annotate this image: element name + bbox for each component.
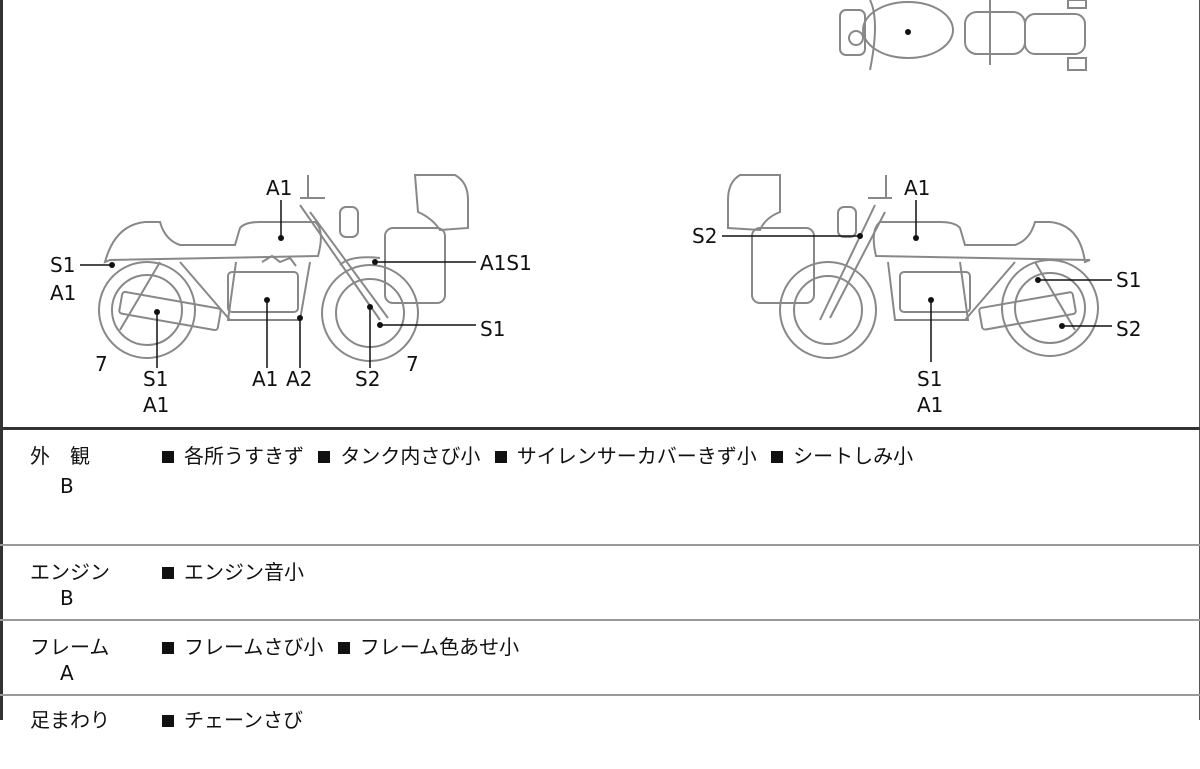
top-view-bike bbox=[839, 0, 1087, 71]
bullet-square-icon bbox=[318, 450, 331, 463]
bullet-square-icon bbox=[494, 450, 507, 463]
damage-label: S1 bbox=[480, 317, 506, 341]
damage-label: 7 bbox=[406, 352, 419, 376]
row-notes: フレームさび小 フレーム色あせ小 bbox=[160, 631, 525, 660]
bullet-square-icon bbox=[162, 641, 174, 654]
row-grade: B bbox=[60, 586, 74, 610]
damage-label: A1 bbox=[266, 176, 293, 200]
note-item: フレームさび小 bbox=[184, 635, 324, 659]
damage-label: 7 bbox=[95, 352, 108, 376]
damage-label: A1 bbox=[904, 176, 931, 200]
bullet-square-icon bbox=[162, 714, 174, 727]
damage-label: A2 bbox=[286, 367, 313, 391]
condition-row-frame: フレーム A フレームさび小 フレーム色あせ小 bbox=[0, 621, 1200, 696]
section-divider bbox=[0, 427, 1200, 430]
damage-label: S1 bbox=[1116, 268, 1142, 292]
left-side-bike bbox=[98, 174, 469, 362]
damage-label: S1 bbox=[917, 367, 943, 391]
damage-label: A1 bbox=[143, 393, 170, 417]
motorcycle-illustrations bbox=[80, 0, 1112, 368]
damage-label: S1 bbox=[50, 253, 76, 277]
condition-row-suspension: 足まわり チェーンさび bbox=[0, 696, 1200, 769]
note-item: エンジン音小 bbox=[184, 560, 304, 584]
row-category: 外 観 bbox=[30, 444, 90, 468]
note-item: シートしみ小 bbox=[793, 444, 914, 468]
marker-dots bbox=[109, 29, 1065, 329]
note-item: タンク内さび小 bbox=[340, 444, 481, 468]
condition-row-exterior: 外 観 B 各所うすきず タンク内さび小 サイレンサーカバーきず小 シートしみ小 bbox=[0, 430, 1200, 546]
row-grade: A bbox=[60, 661, 74, 685]
note-item: フレーム色あせ小 bbox=[359, 635, 520, 659]
damage-label: S2 bbox=[1116, 317, 1142, 341]
note-item: サイレンサーカバーきず小 bbox=[516, 444, 757, 468]
right-side-bike bbox=[727, 174, 1099, 359]
row-notes: エンジン音小 bbox=[160, 556, 310, 585]
damage-label: S2 bbox=[355, 367, 381, 391]
row-grade: B bbox=[60, 474, 74, 498]
damage-label: A1 bbox=[252, 367, 279, 391]
bullet-square-icon bbox=[162, 566, 174, 579]
damage-label: A1S1 bbox=[480, 251, 532, 275]
damage-label: A1 bbox=[50, 281, 77, 305]
damage-diagram: A1 S1 A1 A1S1 S1 7 S1 A1 A1 A2 S2 7 A1 S… bbox=[50, 0, 1142, 417]
note-item: チェーンさび bbox=[184, 708, 303, 732]
damage-label: S2 bbox=[692, 224, 718, 248]
bullet-square-icon bbox=[771, 450, 784, 463]
damage-label: A1 bbox=[917, 393, 944, 417]
row-notes: 各所うすきず タンク内さび小 サイレンサーカバーきず小 シートしみ小 bbox=[160, 440, 919, 469]
leader-lines bbox=[80, 200, 1112, 368]
condition-row-engine: エンジン B エンジン音小 bbox=[0, 546, 1200, 621]
damage-label: S1 bbox=[143, 367, 169, 391]
row-category: フレーム bbox=[30, 635, 110, 659]
row-notes: チェーンさび bbox=[160, 704, 309, 733]
bullet-square-icon bbox=[337, 641, 350, 654]
bullet-square-icon bbox=[162, 450, 174, 463]
note-item: 各所うすきず bbox=[184, 444, 304, 468]
row-category: エンジン bbox=[30, 560, 110, 584]
row-category: 足まわり bbox=[30, 708, 110, 732]
